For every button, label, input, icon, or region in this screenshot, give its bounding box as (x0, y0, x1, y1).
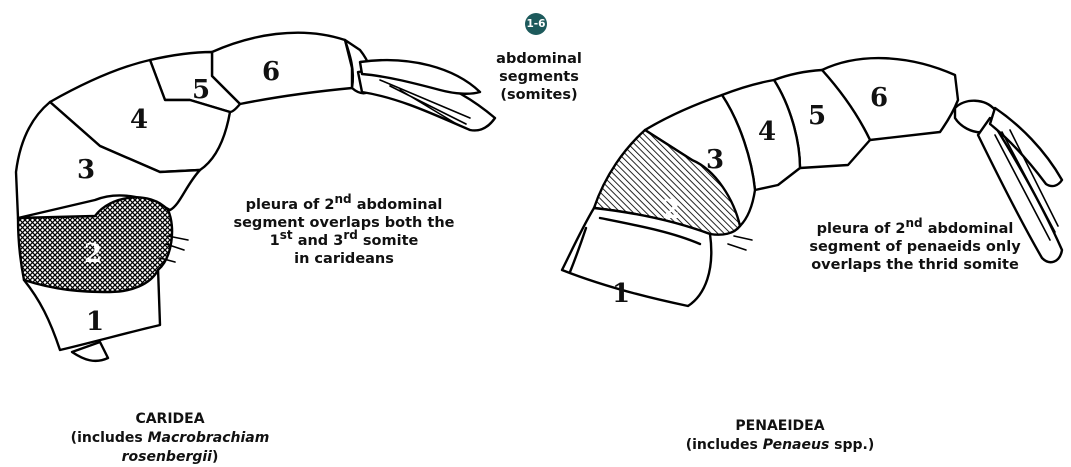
penaeidea-pleura-note: pleura of 2nd abdominal segment of penae… (796, 220, 1034, 274)
penaeidea-caption-pre: (includes (686, 437, 763, 453)
penaeidea-note-text: pleura of 2 (817, 221, 906, 237)
caridea-seg-num-4: 4 (130, 105, 148, 135)
penaeidea-seg-num-1: 1 (612, 279, 630, 309)
caridea-seg-num-6: 6 (262, 57, 280, 87)
penaeidea-caption: PENAEIDEA (includes Penaeus spp.) (650, 417, 910, 455)
segment-range-badge: 1-6 (525, 13, 547, 35)
caridea-caption-subtitle: (includes Macrobrachiam rosenbergii) (20, 429, 320, 467)
caridea-seg-num-5: 5 (192, 75, 210, 105)
segments-key-line-2: (somites) (470, 86, 608, 104)
caridea-caption-pre: (includes (71, 430, 148, 446)
penaeidea-seg-num-4: 4 (758, 117, 776, 147)
caridea-note-line-4: in carideans (205, 250, 483, 268)
penaeidea-note-line-3: overlaps the thrid somite (796, 256, 1034, 274)
penaeidea-note-sup: nd (906, 216, 923, 230)
penaeidea-seg-num-2: 2 (662, 195, 680, 225)
caridea-seg-num-2: 2 (84, 239, 102, 269)
penaeidea-caption-species: Penaeus (763, 437, 830, 453)
caridea-caption-post: ) (212, 449, 218, 465)
penaeidea-seg-num-5: 5 (808, 101, 826, 131)
caridea-seg-num-1: 1 (86, 307, 104, 337)
penaeidea-caption-post: spp.) (829, 437, 874, 453)
caridea-note-text: 1 (270, 233, 280, 249)
penaeidea-seg-num-3: 3 (706, 145, 724, 175)
caridea-segment-6 (212, 33, 352, 104)
penaeidea-note-line-2: segment of penaeids only (796, 238, 1034, 256)
caridea-note-text: pleura of 2 (246, 197, 335, 213)
caridea-note-text: abdominal (352, 197, 443, 213)
caridea-caption-title: CARIDEA (20, 410, 320, 429)
caridea-caption: CARIDEA (includes Macrobrachiam rosenber… (20, 410, 320, 467)
segments-key-line-1: abdominal segments (470, 50, 608, 86)
caridea-pleura-note: pleura of 2nd abdominal segment overlaps… (205, 196, 483, 268)
penaeidea-pleopod-stubs (728, 236, 752, 250)
caridea-seg-num-3: 3 (77, 155, 95, 185)
penaeidea-note-text: abdominal (923, 221, 1014, 237)
penaeidea-caption-title: PENAEIDEA (650, 417, 910, 436)
caridea-note-sup: st (280, 228, 293, 242)
penaeidea-caption-subtitle: (includes Penaeus spp.) (650, 436, 910, 455)
caridea-note-text: and 3 (293, 233, 344, 249)
penaeidea-seg-num-6: 6 (870, 83, 888, 113)
caridea-note-sup: nd (335, 192, 352, 206)
segments-key-label: abdominal segments (somites) (470, 50, 608, 104)
caridea-note-sup: rd (343, 228, 358, 242)
caridea-note-text: somite (358, 233, 419, 249)
